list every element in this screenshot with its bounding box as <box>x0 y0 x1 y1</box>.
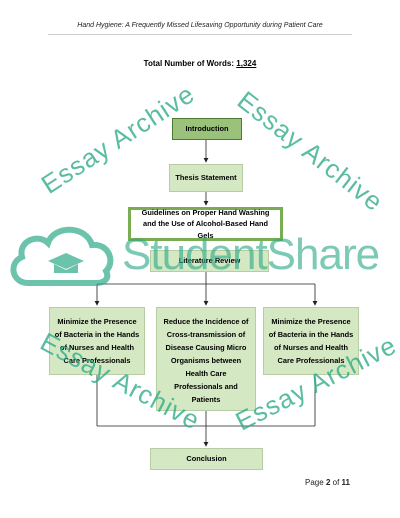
literature-review-box: Literature Review <box>150 250 269 272</box>
left-objective-box: Minimize the Presence of Bacteria in the… <box>49 307 145 375</box>
running-header: Hand Hygiene: A Frequently Missed Lifesa… <box>77 22 323 29</box>
studentshare-logo-text: StudentShare <box>122 230 380 279</box>
guidelines-box: Guidelines on Proper Hand Washing and th… <box>128 207 283 241</box>
word-count: Total Number of Words: 1,324 <box>0 59 400 68</box>
header-rule <box>48 34 352 35</box>
page-current: 2 <box>325 478 331 487</box>
center-objective-box: Reduce the Incidence of Cross-transmissi… <box>156 307 256 411</box>
studentshare-cloud-logo-icon <box>10 226 114 286</box>
conclusion-box: Conclusion <box>150 448 263 470</box>
page-label: Page <box>305 478 324 487</box>
word-count-value: 1,324 <box>236 59 257 68</box>
word-count-label: Total Number of Words: <box>143 59 235 68</box>
page-of: of <box>332 478 340 487</box>
page-number: Page 2 of 11 <box>305 478 350 487</box>
introduction-box: Introduction <box>172 118 242 140</box>
thesis-statement-box: Thesis Statement <box>169 164 243 192</box>
page-total: 11 <box>341 478 350 487</box>
right-objective-box: Minimize the Presence of Bacteria in the… <box>263 307 359 375</box>
